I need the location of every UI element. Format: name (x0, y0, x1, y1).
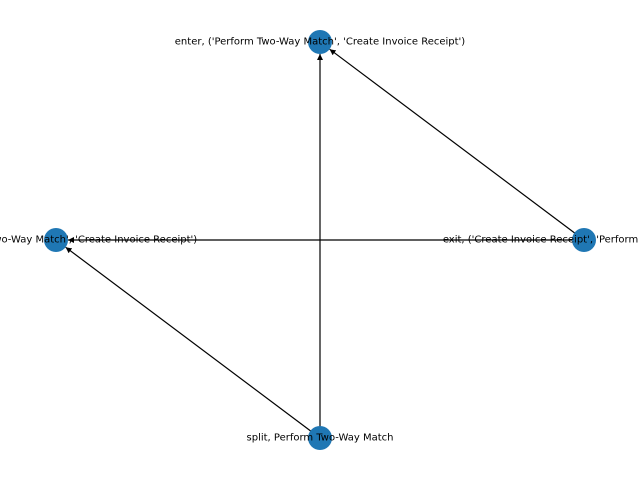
node-left[interactable] (44, 228, 68, 252)
edge-bottom-to-left (65, 246, 321, 439)
node-bottom[interactable] (308, 426, 332, 450)
node-top[interactable] (308, 30, 332, 54)
edges-layer (65, 48, 585, 439)
labels-layer: enter, ('Perform Two-Way Match', 'Create… (0, 37, 640, 444)
node-label-top: enter, ('Perform Two-Way Match', 'Create… (175, 37, 466, 48)
node-label-right: exit, ('Create Invoice Receipt', 'Perfor… (443, 235, 640, 246)
node-right[interactable] (572, 228, 596, 252)
edge-right-to-top (329, 48, 585, 241)
node-label-bottom: split, Perform Two-Way Match (247, 433, 394, 444)
node-label-left: exit, ('Perform Two-Way Match', 'Create … (0, 235, 197, 246)
nodes-layer (44, 30, 596, 450)
